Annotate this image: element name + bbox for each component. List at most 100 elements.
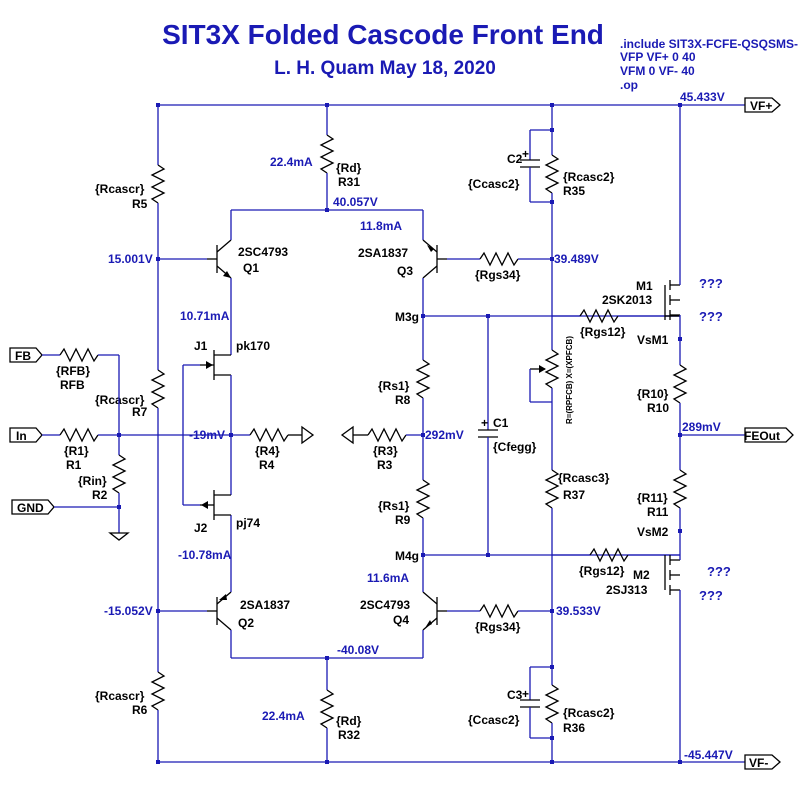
port-fb-label: FB [15, 349, 31, 363]
port-in-label: In [16, 429, 27, 443]
resistor-r4 [249, 427, 289, 443]
r6-name: R6 [132, 703, 148, 717]
rgs34-top-value: {Rgs34} [475, 268, 521, 282]
r9-name: R9 [395, 513, 411, 527]
capacitor-c1 [478, 429, 498, 438]
c1-value: {Cfegg} [493, 440, 537, 454]
r3-value: {R3} [373, 444, 398, 458]
c2-plus: + [522, 147, 529, 161]
rgs12-top-value: {Rgs12} [580, 325, 626, 339]
ground-symbol [108, 532, 130, 541]
spice-line-2: VFP VF+ 0 40 [620, 50, 696, 64]
q4-name: Q4 [393, 613, 409, 627]
resistor-r6 [150, 671, 166, 711]
port-gnd[interactable]: GND [11, 499, 55, 515]
resistor-r9 [415, 479, 431, 519]
port-in[interactable]: In [9, 427, 43, 443]
m2-unknown-2: ??? [699, 588, 723, 603]
volt-vfm: -45.447V [684, 748, 733, 762]
current-r32: 22.4mA [262, 709, 305, 723]
r32-name: R32 [338, 728, 360, 742]
q4-part: 2SC4793 [360, 598, 410, 612]
page-subtitle: L. H. Quam May 18, 2020 [274, 58, 496, 79]
r5-name: R5 [132, 197, 148, 211]
r10-name: R10 [647, 401, 669, 415]
volt-bot: -40.08V [337, 643, 379, 657]
port-feout[interactable]: FEOut [744, 427, 794, 443]
rfb-name: RFB [60, 378, 85, 392]
pot-label: R=(RPFCB) X=(XPFCB) [565, 336, 574, 424]
current-r31: 22.4mA [270, 155, 313, 169]
m2-unknown-1: ??? [707, 564, 731, 579]
c3-value: {Ccasc2} [468, 713, 520, 727]
port-feout-label: FEOut [744, 429, 780, 443]
resistor-rgs12-bottom [589, 547, 629, 563]
junction-dots [117, 103, 682, 764]
port-vfm[interactable]: VF- [744, 754, 781, 770]
r5-value: {Rcascr} [95, 182, 145, 196]
capacitor-c2 [520, 159, 540, 168]
r6-value: {Rcascr} [95, 689, 145, 703]
port-fb[interactable]: FB [9, 347, 43, 363]
resistor-r5 [150, 164, 166, 204]
r37-value: {Rcasc3} [558, 471, 610, 485]
q2-name: Q2 [238, 616, 254, 630]
r8-name: R8 [395, 393, 411, 407]
rgs12-bottom-value: {Rgs12} [579, 564, 625, 578]
net-m3g: M3g [395, 310, 419, 324]
jfet-j1 [200, 350, 231, 380]
r9-value: {Rs1} [378, 499, 410, 513]
q3-part: 2SA1837 [358, 246, 408, 260]
resistor-rfb [59, 347, 99, 363]
volt-mid: -19mV [189, 428, 225, 442]
signal-arrow-left [340, 425, 354, 445]
r32-value: {Rd} [336, 714, 362, 728]
c1-plus: + [481, 416, 488, 430]
resistor-r11 [672, 469, 688, 509]
c3-plus: + [522, 687, 529, 701]
resistor-rgs34-top [479, 251, 519, 267]
r7-value: {Rcascr} [95, 393, 145, 407]
j1-part: pk170 [236, 339, 270, 353]
net-vsm1: VsM1 [637, 333, 669, 347]
resistor-r10 [672, 364, 688, 404]
r36-value: {Rcasc2} [563, 706, 615, 720]
r31-value: {Rd} [336, 161, 362, 175]
r4-name: R4 [259, 458, 275, 472]
spice-line-1: .include SIT3X-FCFE-QSQSMS- [620, 37, 798, 51]
c3-name: C3 [507, 688, 523, 702]
mosfet-m2 [664, 555, 680, 595]
mosfet-m1 [664, 280, 680, 320]
page-title: SIT3X Folded Cascode Front End [162, 19, 604, 50]
j2-part: pj74 [236, 516, 260, 530]
spice-line-4: .op [620, 78, 638, 92]
c1-name: C1 [493, 416, 509, 430]
r31-name: R31 [338, 175, 360, 189]
resistor-rgs34-bottom [479, 603, 519, 619]
resistor-r2 [111, 454, 127, 494]
j2-name: J2 [194, 521, 208, 535]
resistor-rgs12-top [579, 308, 619, 324]
current-q3: 11.8mA [360, 219, 402, 233]
volt-rmid: 292mV [425, 428, 464, 442]
r3-name: R3 [377, 458, 393, 472]
transistor-q4 [422, 591, 447, 631]
rfb-value: {RFB} [56, 364, 90, 378]
resistor-r37 [544, 469, 560, 509]
current-j2: -10.78mA [178, 548, 232, 562]
volt-q3b: 39.489V [554, 252, 599, 266]
r36-name: R36 [563, 721, 585, 735]
resistor-r31 [319, 134, 335, 174]
r11-value: {R11} [637, 491, 668, 505]
resistor-r35 [544, 154, 560, 194]
net-vsm2: VsM2 [637, 525, 669, 539]
port-vfp[interactable]: VF+ [744, 97, 781, 113]
resistor-r32 [319, 689, 335, 729]
current-j1: 10.71mA [180, 309, 230, 323]
volt-q1b: 15.001V [108, 252, 153, 266]
volt-q4b: 39.533V [556, 604, 601, 618]
resistor-r36 [544, 684, 560, 724]
r11-name: R11 [647, 505, 669, 519]
